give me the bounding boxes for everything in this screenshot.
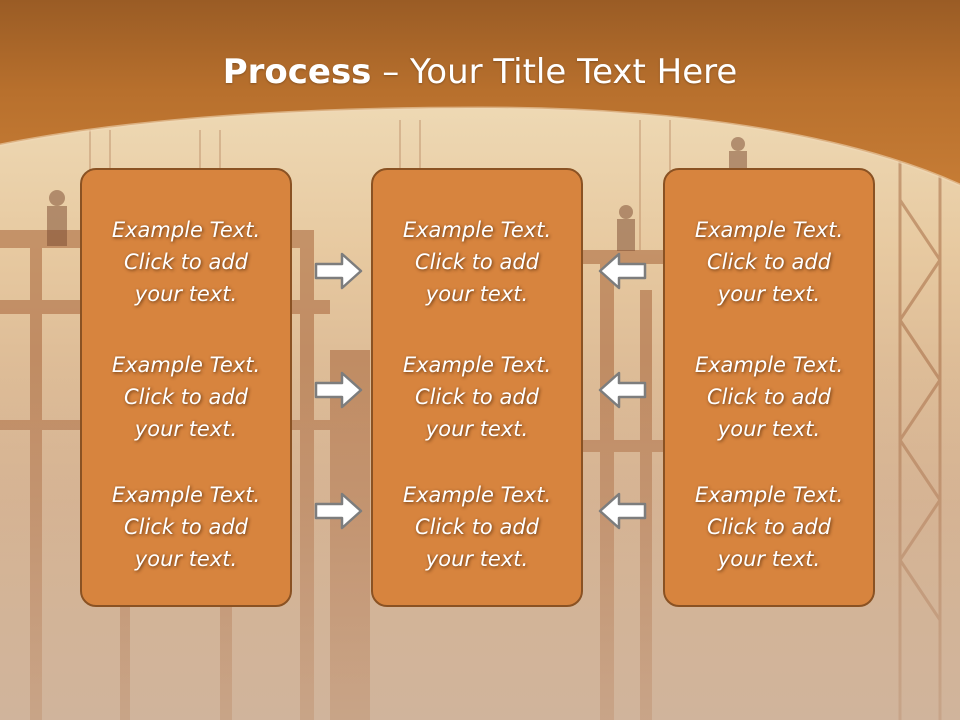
text-line: your text.	[425, 417, 529, 441]
text-line: Click to add	[414, 385, 539, 409]
arrow-right-icon	[314, 371, 363, 409]
text-placeholder[interactable]: Example Text. Click to add your text.	[82, 214, 290, 310]
text-line: Example Text.	[402, 483, 552, 507]
arrow-right-icon	[314, 252, 363, 290]
text-line: Click to add	[706, 250, 831, 274]
text-line: Click to add	[123, 250, 248, 274]
title-rest: – Your Title Text Here	[371, 52, 738, 92]
text-line: your text.	[134, 417, 238, 441]
text-line: Example Text.	[111, 218, 261, 242]
text-line: Click to add	[414, 515, 539, 539]
arrow-left-icon	[598, 252, 647, 290]
text-line: Example Text.	[111, 483, 261, 507]
text-line: Example Text.	[694, 218, 844, 242]
text-line: Example Text.	[694, 483, 844, 507]
title-bold: Process	[222, 52, 372, 92]
text-line: your text.	[134, 547, 238, 571]
text-line: your text.	[425, 282, 529, 306]
text-line: Click to add	[706, 515, 831, 539]
text-line: Click to add	[123, 385, 248, 409]
text-line: your text.	[425, 547, 529, 571]
arrow-left-icon	[598, 371, 647, 409]
process-box-2[interactable]: Example Text. Click to add your text. Ex…	[371, 168, 583, 607]
text-line: Click to add	[706, 385, 831, 409]
text-placeholder[interactable]: Example Text. Click to add your text.	[373, 349, 581, 445]
text-line: Click to add	[414, 250, 539, 274]
slide-title[interactable]: Process – Your Title Text Here	[0, 52, 960, 92]
text-line: your text.	[134, 282, 238, 306]
text-placeholder[interactable]: Example Text. Click to add your text.	[373, 479, 581, 575]
arrow-right-icon	[314, 492, 363, 530]
text-line: your text.	[717, 417, 821, 441]
process-box-3[interactable]: Example Text. Click to add your text. Ex…	[663, 168, 875, 607]
text-line: your text.	[717, 547, 821, 571]
text-placeholder[interactable]: Example Text. Click to add your text.	[82, 349, 290, 445]
text-placeholder[interactable]: Example Text. Click to add your text.	[665, 214, 873, 310]
text-placeholder[interactable]: Example Text. Click to add your text.	[82, 479, 290, 575]
process-box-1[interactable]: Example Text. Click to add your text. Ex…	[80, 168, 292, 607]
arrow-left-icon	[598, 492, 647, 530]
text-placeholder[interactable]: Example Text. Click to add your text.	[665, 349, 873, 445]
text-line: Example Text.	[402, 218, 552, 242]
text-line: Example Text.	[111, 353, 261, 377]
text-line: Example Text.	[694, 353, 844, 377]
text-line: Click to add	[123, 515, 248, 539]
text-placeholder[interactable]: Example Text. Click to add your text.	[665, 479, 873, 575]
text-line: your text.	[717, 282, 821, 306]
text-line: Example Text.	[402, 353, 552, 377]
text-placeholder[interactable]: Example Text. Click to add your text.	[373, 214, 581, 310]
